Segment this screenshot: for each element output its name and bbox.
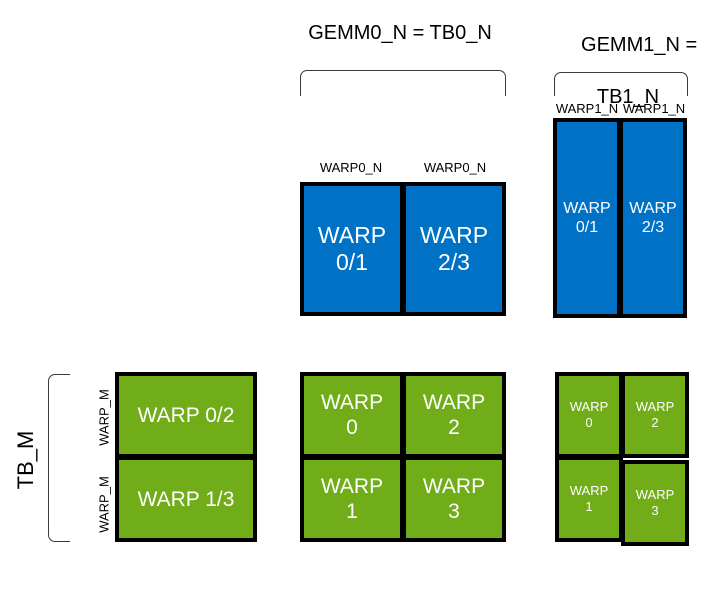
right-green-cell-0[interactable]: WARP 0	[555, 372, 623, 458]
middle-green-cell-0[interactable]: WARP 0	[300, 372, 404, 458]
gemm1-span-bracket	[554, 72, 688, 96]
middle-green-cell-3[interactable]: WARP 3	[402, 456, 506, 542]
middle-green-cell-1[interactable]: WARP 1	[300, 456, 404, 542]
gemm1-blue-cell-1-label: WARP 2/3	[629, 200, 677, 236]
right-green-cell-3[interactable]: WARP 3	[621, 460, 689, 546]
gemm1-title: GEMM1_N = TB1_N	[548, 6, 708, 162]
warp0n-label-left: WARP0_N	[319, 160, 383, 175]
gemm0-blue-cell-1[interactable]: WARP 2/3	[402, 182, 506, 316]
gemm1-blue-cell-0[interactable]: WARP 0/1	[553, 118, 621, 318]
gemm1-blue-cell-1[interactable]: WARP 2/3	[619, 118, 687, 318]
right-green-cell-1[interactable]: WARP 1	[555, 456, 623, 542]
left-green-cell-0-label: WARP 0/2	[137, 403, 235, 427]
right-green-cell-1-label: WARP 1	[569, 483, 609, 514]
left-green-cell-1-label: WARP 1/3	[137, 487, 235, 511]
right-green-cell-0-label: WARP 0	[569, 399, 609, 430]
left-green-cell-0[interactable]: WARP 0/2	[115, 372, 257, 458]
tbm-span-bracket	[48, 374, 70, 542]
right-green-cell-2[interactable]: WARP 2	[621, 372, 689, 458]
warp1n-label-right: WARP1_N	[622, 101, 686, 116]
left-green-cell-1[interactable]: WARP 1/3	[115, 456, 257, 542]
gemm0-blue-cell-1-label: WARP 2/3	[419, 222, 489, 275]
middle-green-cell-3-label: WARP 3	[422, 475, 486, 523]
gemm1-blue-cell-0-label: WARP 0/1	[563, 200, 611, 236]
gemm0-blue-cell-0[interactable]: WARP 0/1	[300, 182, 404, 316]
gemm1-title-line1: GEMM1_N =	[581, 34, 698, 56]
warp0n-label-right: WARP0_N	[423, 160, 487, 175]
gemm0-blue-cell-0-label: WARP 0/1	[317, 222, 387, 275]
middle-green-cell-2-label: WARP 2	[422, 391, 486, 439]
gemm0-span-bracket	[300, 70, 506, 96]
middle-green-cell-2[interactable]: WARP 2	[402, 372, 506, 458]
middle-green-cell-1-label: WARP 1	[320, 475, 384, 523]
gemm0-title: GEMM0_N = TB0_N	[308, 22, 492, 44]
warp1n-label-left: WARP1_N	[555, 101, 619, 116]
right-green-cell-3-label: WARP 3	[635, 487, 675, 518]
warpm-label-top: WARP_M	[96, 389, 112, 446]
gemm1-title-line2: TB1_N	[596, 86, 660, 108]
tbm-label: TB_M	[13, 430, 38, 490]
right-green-cell-2-label: WARP 2	[635, 399, 675, 430]
middle-green-cell-0-label: WARP 0	[320, 391, 384, 439]
warpm-label-bottom: WARP_M	[96, 476, 112, 533]
